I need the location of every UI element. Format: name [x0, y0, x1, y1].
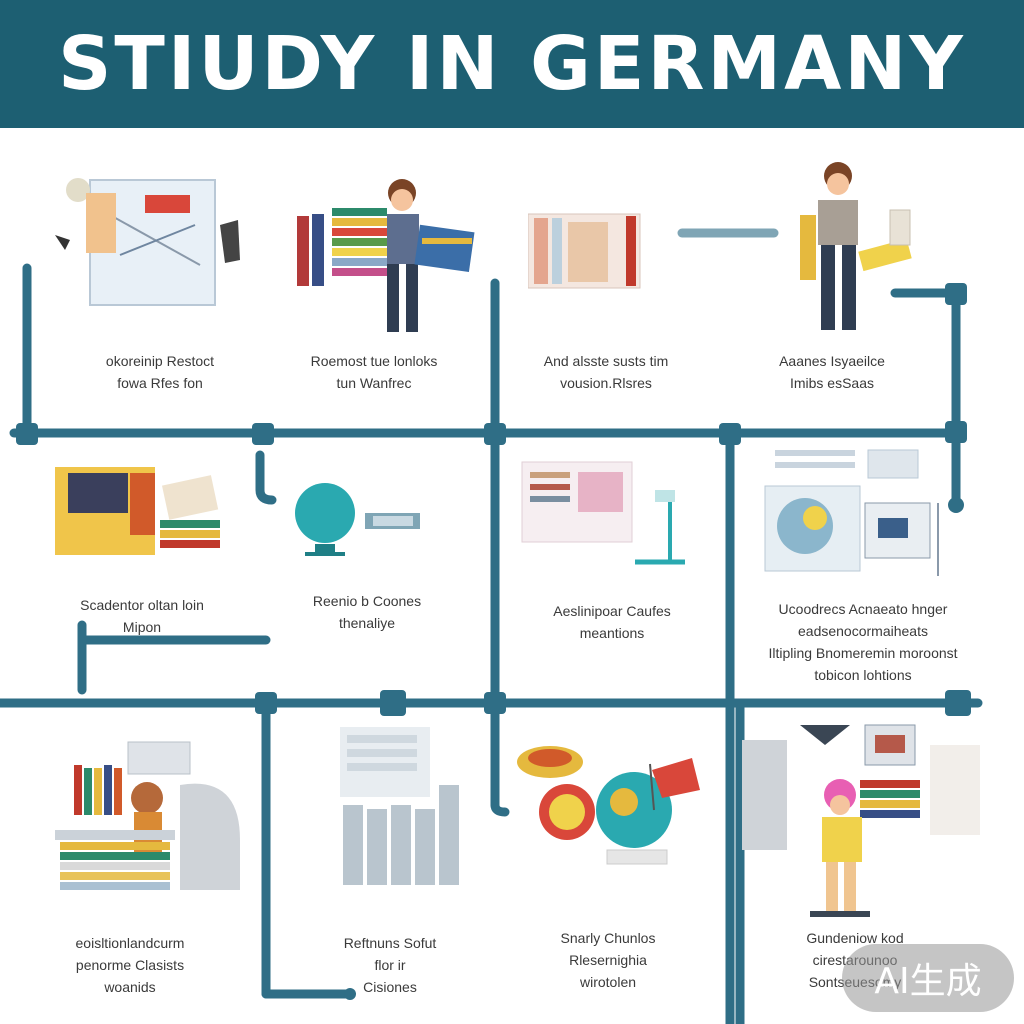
caption-6: Reenio b Coones thenaliye [312, 593, 422, 631]
caption-3: And alsste susts tim vousion.Rlsres [543, 353, 669, 391]
library-student-illustration [742, 724, 980, 917]
caption-5: Scadentor oltan loin Mipon [80, 597, 204, 635]
group-people-illustration [340, 727, 459, 885]
caption-4: Aaanes Isyaeilce Imibs esSaas [779, 353, 885, 391]
title-banner: STIUDY IN GERMANY [0, 0, 1024, 128]
page-title: STIUDY IN GERMANY [58, 21, 966, 107]
ai-generated-watermark: AI生成 [842, 944, 1014, 1012]
student-with-books-illustration [297, 179, 475, 332]
caption-7: Aeslinipoar Caufes meantions [553, 603, 671, 641]
caption-9: eoisltionlandcurm penorme Clasists woani… [75, 935, 185, 995]
pipe-left-elbow [255, 450, 277, 505]
bookshelf-illustration [528, 213, 641, 289]
globe-illustration [295, 483, 420, 556]
reading-student-illustration [55, 741, 240, 890]
map-board-illustration [764, 449, 939, 576]
caption-11: Snarly Chunlos Rlesernighia wirotolen [560, 930, 656, 990]
notice-board-illustration [521, 461, 685, 565]
whiteboard-illustration [55, 178, 240, 306]
caption-1: okoreinip Restoct fowa Rfes fon [105, 353, 215, 391]
world-travel-illustration [517, 746, 700, 865]
caption-8: Ucoodrecs Acnaeato hnger eadsenocormaihe… [768, 601, 958, 683]
caption-2: Roemost tue lonloks tun Wanfrec [310, 353, 438, 391]
pipe-center-elbow [490, 800, 510, 817]
caption-10: Reftnuns Sofut flor ir Cisiones [343, 935, 437, 995]
workspace-illustration [55, 467, 220, 555]
teacher-illustration [800, 162, 912, 330]
